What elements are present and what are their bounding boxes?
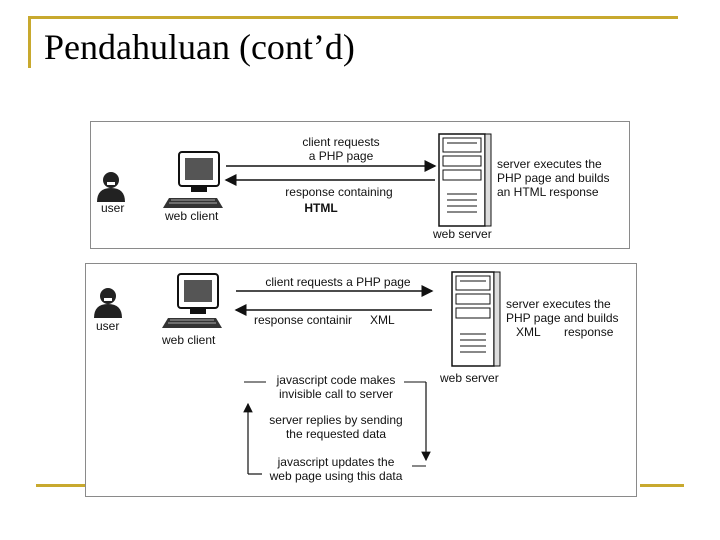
slide-frame-bottom-right-line xyxy=(640,484,684,487)
server-text-line-3: an HTML response xyxy=(497,185,599,199)
request-text: client requests a PHP page xyxy=(265,275,411,289)
ajax-request-diagram: user web client client requests a PHP pa… xyxy=(85,263,637,497)
server-text-line-1: server executes the xyxy=(506,297,611,311)
ajax-request-svg: user web client client requests a PHP pa… xyxy=(94,271,619,483)
web-client-icon xyxy=(163,151,223,208)
response-text-line-2: HTML xyxy=(304,201,337,215)
web-client-icon xyxy=(162,273,222,328)
web-server-icon xyxy=(451,271,501,367)
server-reply-text-line-1: server replies by sending xyxy=(269,413,402,427)
user-icon xyxy=(97,172,125,202)
web-server-label: web server xyxy=(439,371,499,385)
user-label: user xyxy=(96,319,119,333)
response-text-part-2: XML xyxy=(370,313,395,327)
response-text-line-1: response containing xyxy=(285,185,392,199)
web-server-label: web server xyxy=(432,227,492,241)
server-text-line-2: PHP page and builds xyxy=(506,311,619,325)
request-text-line-2: a PHP page xyxy=(309,149,374,163)
slide-frame-left-line xyxy=(28,16,31,68)
server-text-line-3a: XML xyxy=(516,325,541,339)
slide-title: Pendahuluan (cont’d) xyxy=(44,27,355,67)
server-text-line-2: PHP page and builds xyxy=(497,171,610,185)
traditional-request-diagram: user web client client requests a PHP pa… xyxy=(90,121,630,249)
user-label: user xyxy=(101,201,124,215)
server-reply-text-line-2: the requested data xyxy=(286,427,386,441)
server-text-line-3b: response xyxy=(564,325,614,339)
web-client-label: web client xyxy=(164,209,219,223)
js-call-text-line-1: javascript code makes xyxy=(276,373,396,387)
request-text-line-1: client requests xyxy=(302,135,379,149)
server-text-line-1: server executes the xyxy=(497,157,602,171)
slide-frame-bottom-left-line xyxy=(36,484,86,487)
js-call-text-line-2: invisible call to server xyxy=(279,387,393,401)
web-client-label: web client xyxy=(161,333,216,347)
user-icon xyxy=(94,288,122,318)
web-server-icon xyxy=(438,133,492,227)
response-text-part-1: response containir xyxy=(254,313,352,327)
traditional-request-svg: user web client client requests a PHP pa… xyxy=(97,133,610,241)
js-update-text-line-2: web page using this data xyxy=(269,469,403,483)
js-update-text-line-1: javascript updates the xyxy=(277,455,395,469)
slide-frame-top-line xyxy=(28,16,678,19)
